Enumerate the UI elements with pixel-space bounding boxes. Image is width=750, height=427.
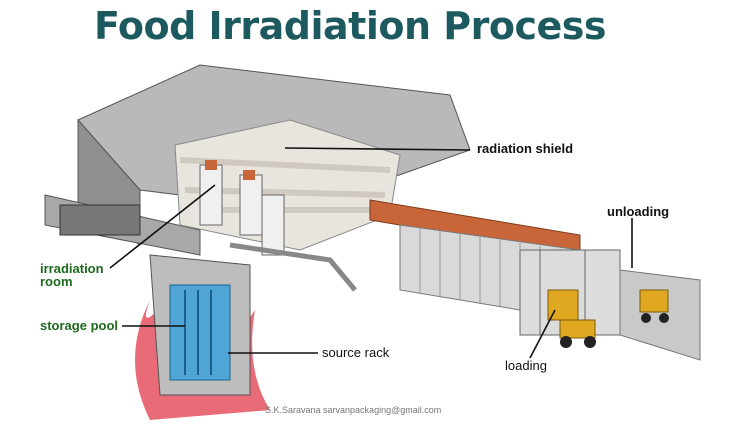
product-tote xyxy=(243,170,255,180)
label-unloading: unloading xyxy=(607,204,670,219)
label-loading: loading xyxy=(505,358,547,373)
footer-credit: S.K.Saravana sarvanpackaging@gmail.com xyxy=(265,405,442,415)
label-storage-pool: storage pool xyxy=(40,318,119,333)
storage-pool-water xyxy=(169,284,231,381)
source-rack xyxy=(184,290,212,375)
arrow-irradiation-room xyxy=(109,184,216,269)
arrow-loading xyxy=(529,309,556,359)
label-radiation-shield: radiation shield xyxy=(477,141,574,156)
room-pillar xyxy=(261,194,285,256)
page-title: Food Irradiation Process xyxy=(93,4,607,48)
room-pillar xyxy=(239,174,263,236)
label-irradiation-room: irradiation room xyxy=(40,261,104,289)
pipe xyxy=(229,242,357,292)
arrow-radiation-shield xyxy=(284,147,471,151)
control-room xyxy=(59,204,141,236)
product-tote xyxy=(205,160,217,170)
forklift-unloading xyxy=(639,289,669,323)
label-source-rack: source rack xyxy=(322,345,390,360)
